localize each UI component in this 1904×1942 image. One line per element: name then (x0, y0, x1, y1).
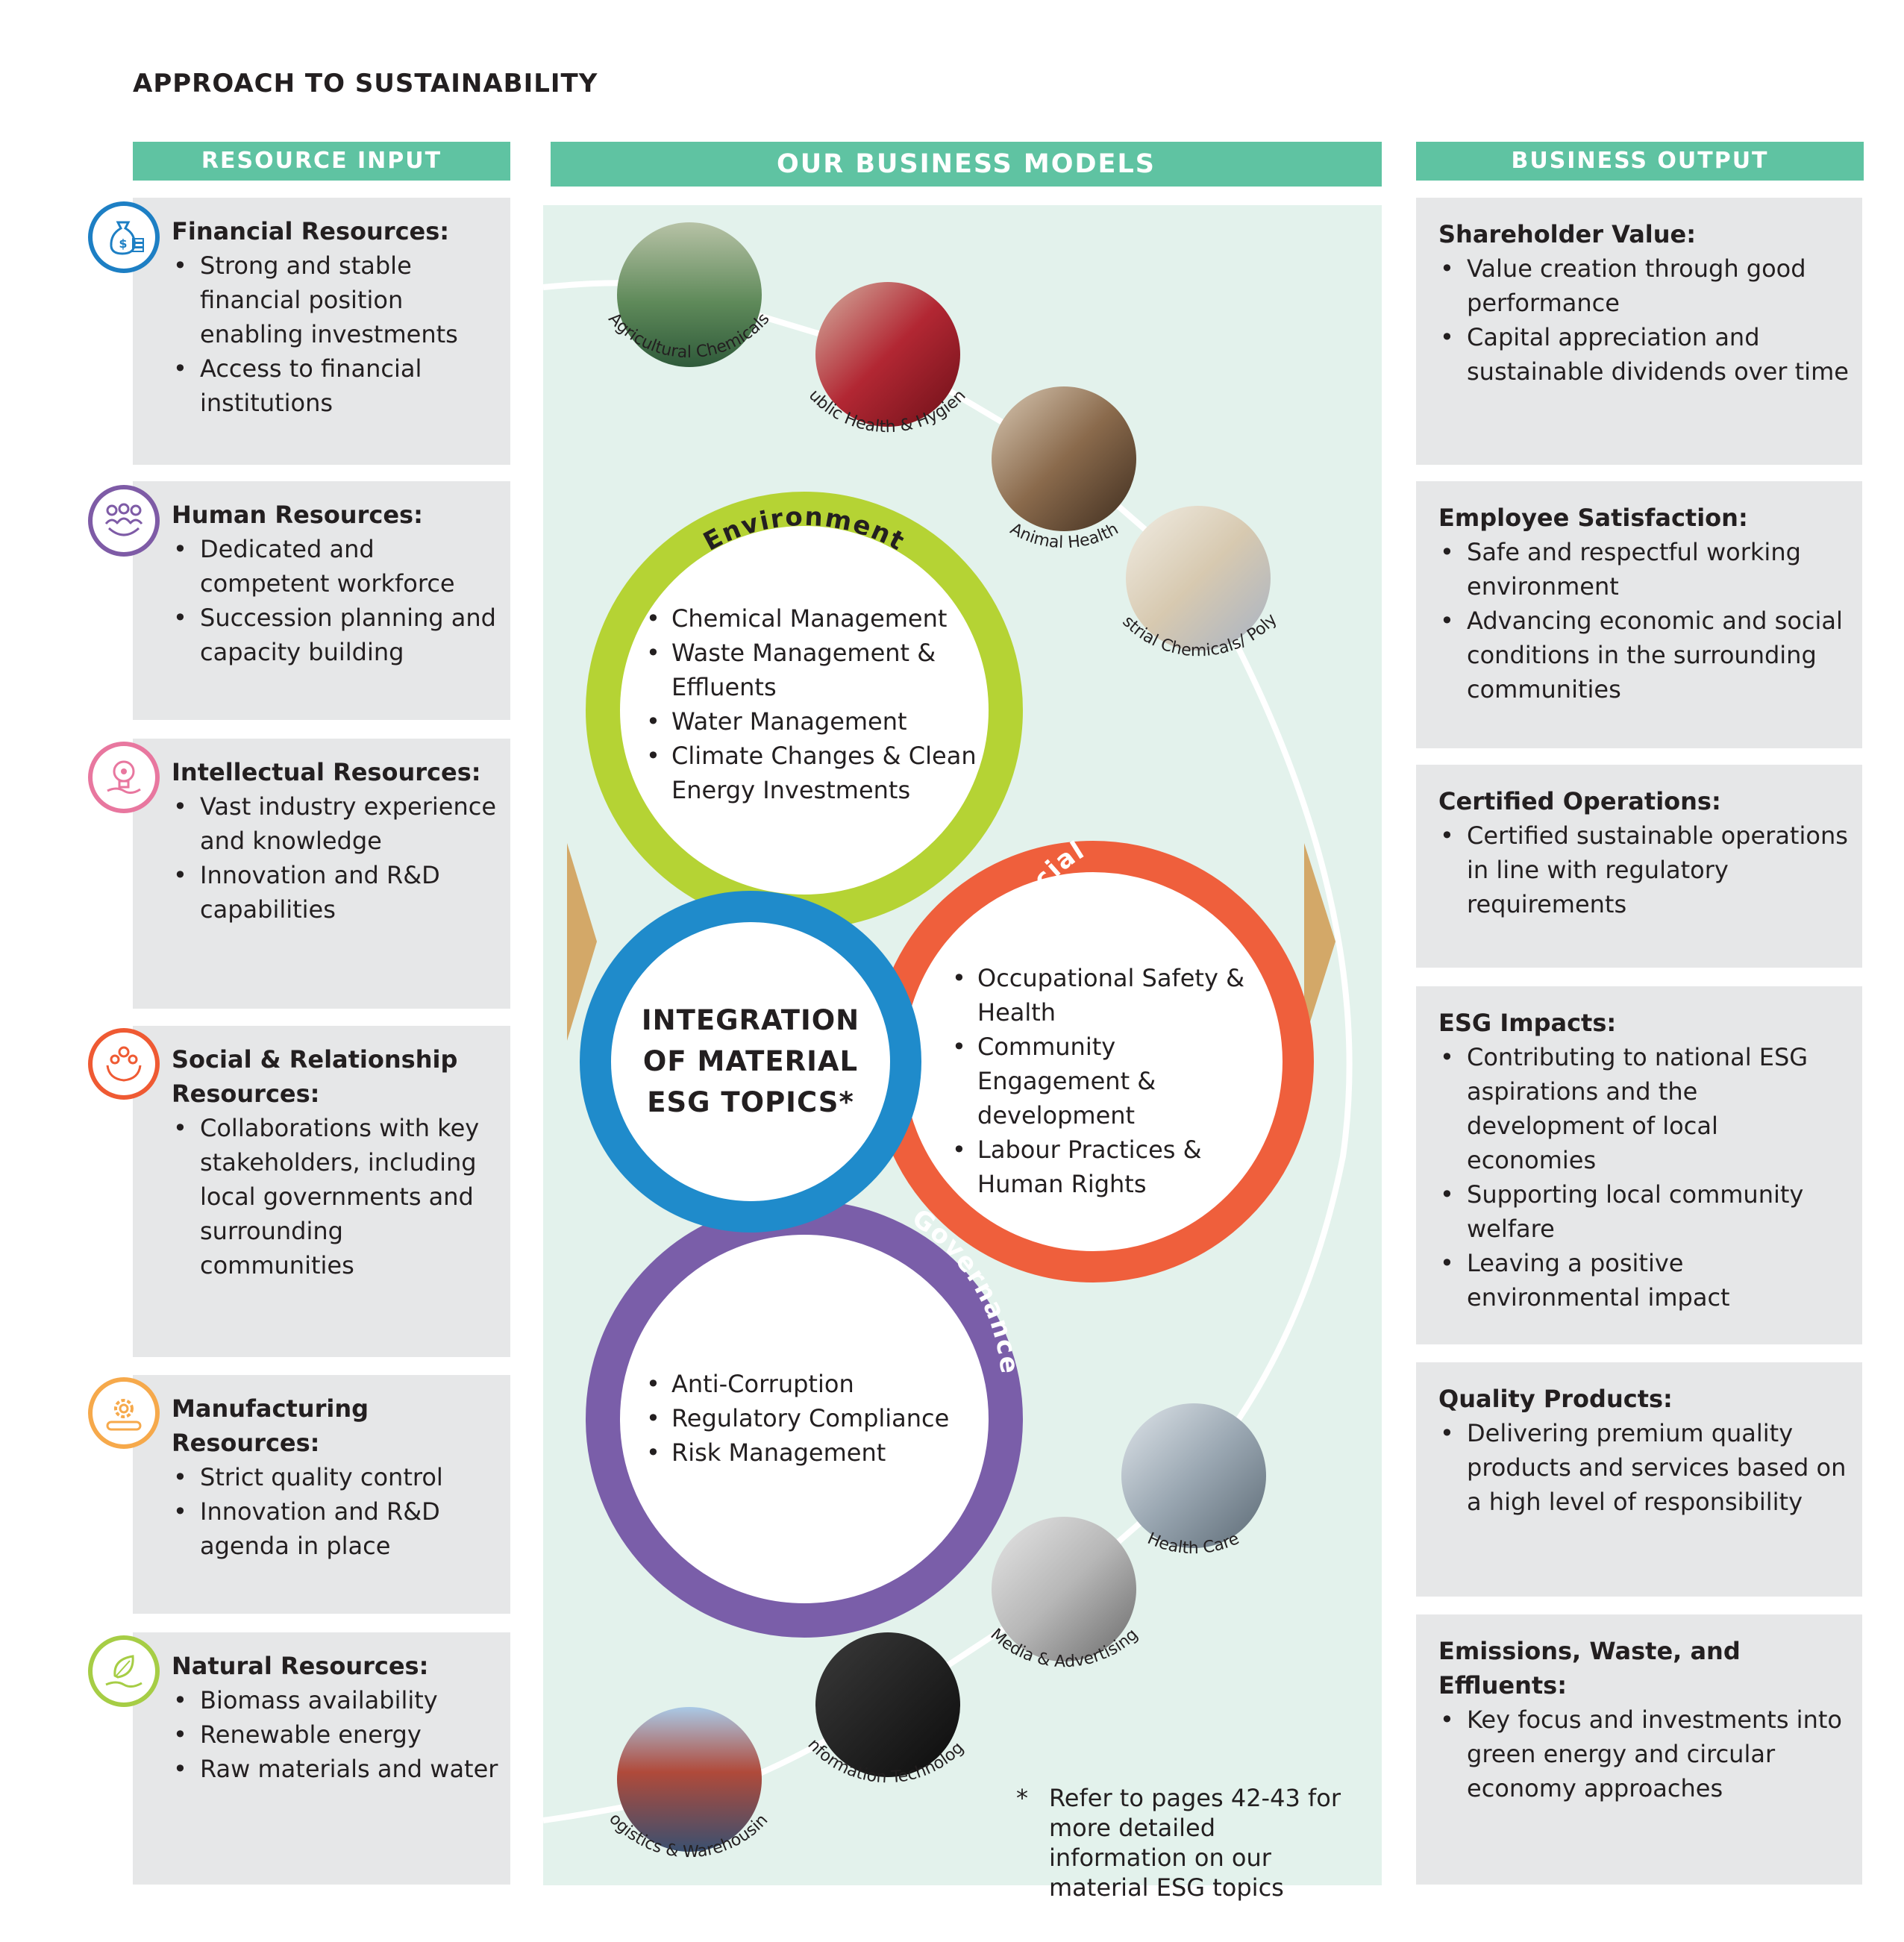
segment-health-care: Health Care (1121, 1403, 1266, 1558)
segment-photo (1126, 506, 1271, 651)
footnote: * Refer to pages 42-43 for more detailed… (1016, 1783, 1359, 1902)
output-card-emissions-waste-effluents: Emissions, Waste, and Effluents: Key foc… (1416, 1614, 1862, 1885)
output-item: Advancing economic and social conditions… (1438, 604, 1855, 707)
segment-agricultural-chemicals: Agricultural Chemicals (604, 222, 774, 367)
resource-item: Raw materials and water (172, 1752, 503, 1786)
business-models-header: OUR BUSINESS MODELS (551, 142, 1382, 187)
output-card-shareholder-value: Shareholder Value: Value creation throug… (1416, 198, 1862, 465)
governance-topic: Regulatory Compliance (645, 1401, 958, 1435)
resource-card-human: Human Resources: Dedicated and competent… (133, 481, 510, 720)
output-title: Emissions, Waste, and Effluents: (1438, 1637, 1741, 1700)
output-item: Value creation through good performance (1438, 251, 1855, 320)
social-topic: Community Engagement & development (951, 1030, 1264, 1133)
resource-item: Renewable energy (172, 1717, 503, 1752)
social-topics: Occupational Safety & Health Community E… (951, 961, 1264, 1201)
output-title: Certified Operations: (1438, 787, 1721, 815)
people-group-icon (88, 485, 160, 557)
output-title: Employee Satisfaction: (1438, 504, 1748, 532)
esg-integration-label: INTEGRATION OF MATERIAL ESG TOPICS* (624, 1000, 877, 1123)
resource-card-intellectual: Intellectual Resources: Vast industry ex… (133, 739, 510, 1009)
footnote-marker: * (1016, 1784, 1028, 1812)
resource-card-social-relationship: Social & Relationship Resources: Collabo… (133, 1026, 510, 1357)
resource-item: Collaborations with key stakeholders, in… (172, 1111, 503, 1282)
resource-item: Strict quality control (172, 1460, 503, 1494)
flow-arrow-output (1304, 843, 1335, 1041)
output-item: Leaving a positive environmental impact (1438, 1246, 1855, 1315)
esg-integration-line: INTEGRATION (641, 1004, 860, 1036)
segment-photo (815, 282, 960, 427)
resource-item: Succession planning and capacity buildin… (172, 601, 503, 669)
resource-title: Intellectual Resources: (172, 758, 481, 786)
footnote-text: Refer to pages 42-43 for more detailed i… (1049, 1784, 1341, 1902)
governance-topic: Anti-Corruption (645, 1367, 958, 1401)
gear-conveyor-icon (88, 1377, 160, 1449)
output-item: Certified sustainable operations in line… (1438, 818, 1855, 921)
output-title: Quality Products: (1438, 1385, 1673, 1413)
output-item: Delivering premium quality products and … (1438, 1416, 1855, 1519)
hands-people-icon (88, 1028, 160, 1100)
output-card-esg-impacts: ESG Impacts: Contributing to national ES… (1416, 986, 1862, 1344)
output-item: Key focus and investments into green ene… (1438, 1703, 1855, 1805)
resource-item: Dedicated and competent workforce (172, 532, 503, 601)
business-output-header: BUSINESS OUTPUT (1416, 142, 1864, 181)
segment-photo (617, 1707, 762, 1852)
segment-animal-health: Animal Health (992, 386, 1136, 552)
environment-topic: Water Management (645, 704, 980, 739)
social-topic: Occupational Safety & Health (951, 961, 1264, 1030)
svg-text:$: $ (119, 237, 127, 251)
esg-integration-ring (580, 891, 921, 1232)
resource-card-natural: Natural Resources: Biomass availability … (133, 1632, 510, 1885)
resource-title: Social & Relationship Resources: (172, 1045, 458, 1108)
segment-photo (815, 1632, 960, 1777)
output-title: Shareholder Value: (1438, 220, 1697, 248)
esg-integration-line: OF MATERIAL (642, 1045, 859, 1077)
resource-title: Natural Resources: (172, 1652, 429, 1680)
output-item: Safe and respectful working environment (1438, 535, 1855, 604)
page-title: APPROACH TO SUSTAINABILITY (133, 69, 598, 98)
resource-card-financial: Financial Resources: Strong and stable f… (133, 198, 510, 465)
resource-item: Strong and stable financial position ena… (172, 248, 503, 351)
resource-card-manufacturing: Manufacturing Resources: Strict quality … (133, 1375, 510, 1614)
social-topic: Labour Practices & Human Rights (951, 1133, 1264, 1201)
output-card-certified-operations: Certified Operations: Certified sustaina… (1416, 765, 1862, 968)
resource-title: Manufacturing Resources: (172, 1394, 369, 1457)
governance-topics: Anti-Corruption Regulatory Compliance Ri… (645, 1367, 958, 1470)
governance-topic: Risk Management (645, 1435, 958, 1470)
leaf-hand-icon (88, 1635, 160, 1707)
output-card-employee-satisfaction: Employee Satisfaction: Safe and respectf… (1416, 481, 1862, 748)
environment-topic: Waste Management & Effluents (645, 636, 980, 704)
environment-topic: Chemical Management (645, 601, 980, 636)
output-item: Capital appreciation and sustainable div… (1438, 320, 1855, 389)
resource-item: Innovation and R&D agenda in place (172, 1494, 503, 1563)
resource-title: Financial Resources: (172, 217, 450, 245)
environment-topics: Chemical Management Waste Management & E… (645, 601, 980, 807)
money-bag-icon: $ (88, 201, 160, 273)
output-card-quality-products: Quality Products: Delivering premium qua… (1416, 1362, 1862, 1597)
output-title: ESG Impacts: (1438, 1009, 1617, 1037)
output-item: Contributing to national ESG aspirations… (1438, 1040, 1855, 1177)
resource-item: Biomass availability (172, 1683, 503, 1717)
lightbulb-hand-icon (88, 742, 160, 813)
segment-photo (992, 1517, 1136, 1661)
segment-photo (617, 222, 762, 367)
resource-item: Vast industry experience and knowledge (172, 789, 503, 858)
environment-topic: Climate Changes & Clean Energy Investmen… (645, 739, 980, 807)
resource-input-header: RESOURCE INPUT (133, 142, 510, 181)
resource-title: Human Resources: (172, 501, 423, 529)
flow-arrow-input (567, 843, 597, 1041)
resource-item: Access to financial institutions (172, 351, 503, 420)
resource-item: Innovation and R&D capabilities (172, 858, 503, 927)
output-item: Supporting local community welfare (1438, 1177, 1855, 1246)
segment-photo (992, 386, 1136, 531)
segment-photo (1121, 1403, 1266, 1548)
esg-integration-line: ESG TOPICS* (647, 1086, 854, 1118)
